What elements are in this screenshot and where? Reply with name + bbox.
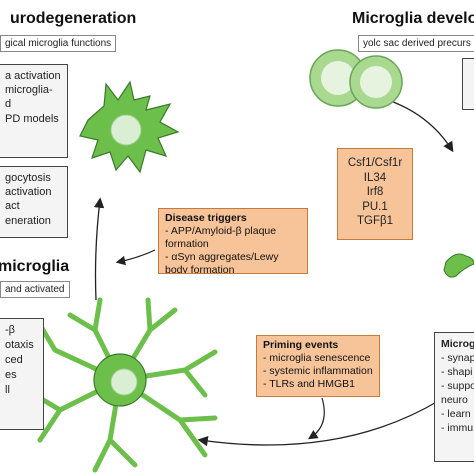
- precursor-cells: [309, 49, 403, 109]
- primed-microglia-title: microglia: [0, 258, 70, 275]
- functions-heading: Microg: [441, 338, 474, 350]
- primed-line: ced: [5, 354, 23, 366]
- factor-item: Irf8: [366, 186, 384, 199]
- arrow-priming-to-cycle: [307, 397, 325, 440]
- priming-event-item: - TLRs and HMGB1: [263, 378, 356, 390]
- disease-trigger-item: - APP/Amyloid-β plaque formation: [165, 225, 277, 250]
- factor-item: PU.1: [362, 200, 388, 213]
- function-item: neuro: [441, 394, 468, 406]
- development-title: Microglia develo: [352, 10, 474, 27]
- neurodegeneration-line: a activation: [5, 70, 61, 82]
- function-item: - immu: [441, 422, 474, 434]
- neurodegeneration-title: urodegeneration: [10, 10, 137, 27]
- primed-line: -β: [5, 324, 15, 336]
- neurodegeneration-line: microglia-: [5, 84, 53, 97]
- disease-triggers-box: Disease triggers - APP/Amyloid-β plaque …: [158, 208, 308, 274]
- primed-line: ll: [5, 384, 10, 396]
- arrow-triggers-to-primed: [115, 249, 156, 266]
- primed-line: es: [5, 369, 17, 381]
- neurodegeneration-line: activation: [5, 186, 52, 199]
- primed-line: otaxis: [5, 339, 34, 351]
- ramified-microglia-cell: [32, 297, 218, 473]
- factor-item: IL34: [363, 171, 387, 184]
- microglia-functions-box: Microg - synap - shapi - suppo neuro - l…: [434, 332, 474, 462]
- neurodegeneration-subtitle: gical microglia functions: [0, 35, 117, 52]
- development-factors-box: Csf1/Csf1r IL34 Irf8 PU.1 TGFβ1: [337, 148, 413, 240]
- neurodegeneration-line: d: [5, 98, 12, 111]
- neurodegeneration-box-top: a activation microglia- d PD models: [0, 64, 68, 158]
- priming-events-heading: Priming events: [263, 339, 339, 351]
- function-item: - synap: [441, 352, 474, 364]
- priming-event-item: - systemic inflammation: [263, 365, 373, 377]
- neurodegeneration-line: act: [5, 200, 20, 213]
- neurodegeneration-box-bottom: gocytosis activation act eneration: [0, 166, 68, 238]
- arrow-development-to-adult: [387, 99, 454, 153]
- factor-item: Csf1/Csf1r: [347, 157, 403, 169]
- function-item: - learn: [441, 408, 471, 420]
- activated-microglia-cell: [79, 80, 180, 174]
- neurodegeneration-line: gocytosis: [5, 172, 51, 184]
- priming-event-item: - microglia senescence: [263, 352, 371, 364]
- priming-events-box: Priming events - microglia senescence - …: [256, 335, 380, 397]
- neurodegeneration-line: eneration: [5, 214, 51, 227]
- arrow-primed-to-neurodegeneration: [93, 197, 105, 301]
- function-item: - suppo: [441, 380, 474, 392]
- primed-microglia-subtitle: and activated: [0, 281, 70, 298]
- arrow-adult-to-primed: [197, 399, 441, 447]
- function-item: - shapi: [441, 366, 473, 378]
- neurodegeneration-line: PD models: [5, 112, 59, 125]
- development-side-box: [462, 58, 474, 110]
- primed-microglia-box: -β otaxis ced es ll: [0, 318, 44, 430]
- development-subtitle: yolc sac derived precurs: [358, 35, 474, 52]
- disease-trigger-item: - αSyn aggregates/Lewy body formation: [165, 251, 279, 274]
- factor-item: TGFβ1: [356, 215, 393, 228]
- disease-triggers-heading: Disease triggers: [165, 212, 247, 224]
- migrating-microglia-cell: [443, 253, 474, 278]
